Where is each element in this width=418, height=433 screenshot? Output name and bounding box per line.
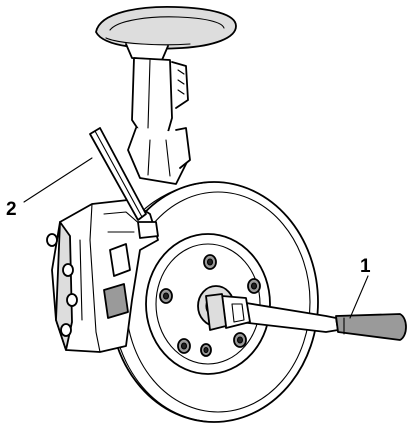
leader-line-1 bbox=[349, 275, 369, 319]
strut-top-mount bbox=[95, 6, 237, 61]
wheel-stud bbox=[200, 343, 212, 357]
brake-caliper bbox=[46, 199, 159, 353]
leader-line-2 bbox=[23, 157, 93, 203]
callout-leaders bbox=[23, 157, 369, 319]
wheel-stud bbox=[203, 254, 217, 270]
strut-body bbox=[127, 57, 191, 185]
pry-bar-tool bbox=[89, 127, 147, 221]
breaker-bar-tool bbox=[205, 293, 407, 341]
wheel-studs bbox=[159, 254, 261, 357]
wheel-stud bbox=[159, 288, 173, 304]
wheel-stud bbox=[177, 338, 191, 354]
wheel-stud bbox=[247, 278, 261, 294]
callout-label-2: 2 bbox=[6, 199, 17, 220]
callout-label-1: 1 bbox=[360, 256, 371, 277]
wheel-stud bbox=[233, 332, 247, 348]
